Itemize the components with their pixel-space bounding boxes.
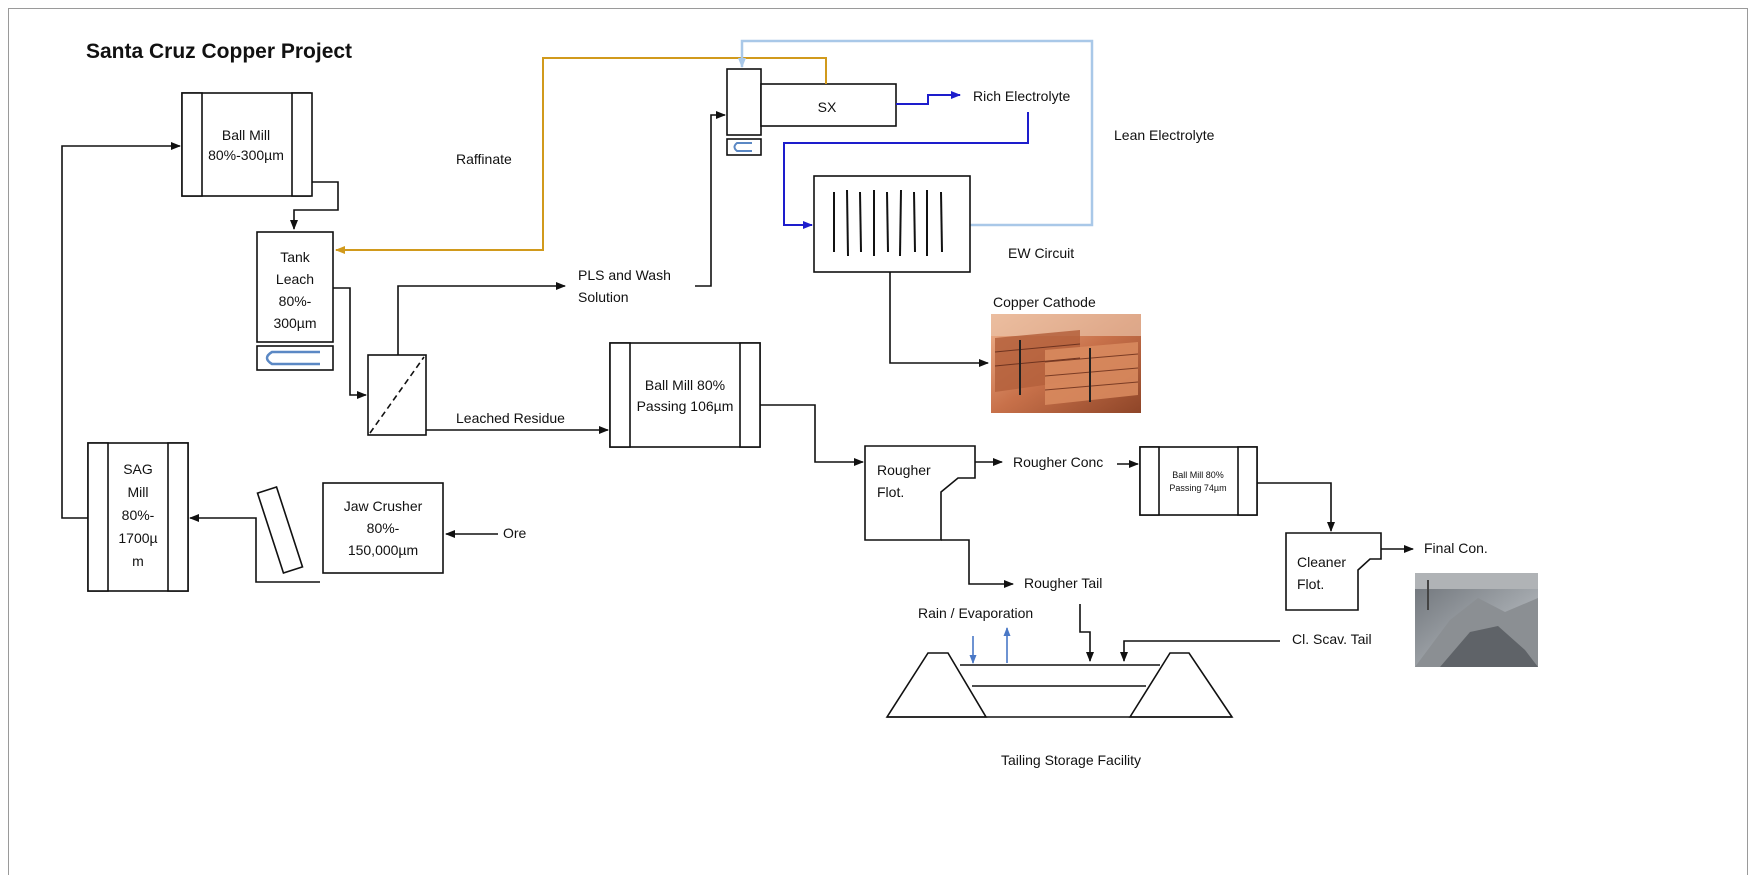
tank-leach-line-4: 300µm: [273, 315, 316, 331]
final-con-label: Final Con.: [1424, 540, 1488, 556]
ball-mill-2-line-2: Passing 106µm: [637, 398, 734, 414]
tailing-storage-label: Tailing Storage Facility: [1001, 752, 1141, 768]
diagram-title: Santa Cruz Copper Project: [86, 40, 352, 63]
rain-evaporation-label: Rain / Evaporation: [918, 605, 1033, 621]
ball-mill-1: Ball Mill 80%-300µm: [182, 93, 312, 196]
ew-circuit-label: EW Circuit: [1008, 245, 1074, 261]
jaw-crusher-line-3: 150,000µm: [348, 542, 418, 558]
crusher-to-sag-arrow: [190, 518, 320, 582]
cleaner-flot-line-2: Flot.: [1297, 576, 1324, 592]
sag-mill: SAG Mill 80%- 1700µ m: [88, 443, 188, 591]
ballmill2-to-rougher-arrow: [760, 405, 863, 462]
ball-mill-3: Ball Mill 80% Passing 74µm: [1140, 447, 1257, 515]
ball-mill-3-line-1: Ball Mill 80%: [1172, 470, 1224, 480]
sag-mill-line-4: 1700µ: [118, 530, 157, 546]
tank-leach: Tank Leach 80%- 300µm: [257, 232, 333, 370]
ballmill3-to-cleaner-arrow: [1257, 483, 1331, 531]
leached-residue-label: Leached Residue: [456, 410, 565, 426]
ball-mill-3-line-2: Passing 74µm: [1169, 483, 1226, 493]
cl-scav-tail-label: Cl. Scav. Tail: [1292, 631, 1372, 647]
sag-mill-line-5: m: [132, 553, 144, 569]
tailing-storage-facility: [887, 653, 1232, 717]
pls-line-2: Solution: [578, 289, 629, 305]
rougher-tail-to-tsf-arrow: [1080, 604, 1090, 661]
sag-mill-line-2: Mill: [128, 484, 149, 500]
sag-mill-line-3: 80%-: [122, 507, 155, 523]
rich-electrolyte-label: Rich Electrolyte: [973, 88, 1070, 104]
tank-leach-line-1: Tank: [280, 249, 311, 265]
rougher-flot-line-2: Flot.: [877, 484, 904, 500]
rich-electrolyte-out-arrow: [896, 95, 960, 104]
raffinate-label: Raffinate: [456, 151, 512, 167]
lean-electrolyte-label: Lean Electrolyte: [1114, 127, 1215, 143]
copper-cathode-label: Copper Cathode: [993, 294, 1096, 310]
pls-line-1: PLS and Wash: [578, 267, 671, 283]
jaw-crusher: Jaw Crusher 80%- 150,000µm: [258, 483, 443, 573]
cl-scav-tail-arrow: [1124, 641, 1280, 661]
rougher-tail-arrow: [941, 540, 1013, 584]
sx-label: SX: [818, 99, 837, 115]
rougher-flot-line-1: Rougher: [877, 462, 931, 478]
filter: [368, 355, 426, 435]
cleaner-flot-line-1: Cleaner: [1297, 554, 1346, 570]
final-concentrate-photo: [1415, 573, 1538, 667]
ball-mill-2: Ball Mill 80% Passing 106µm: [610, 343, 760, 447]
rougher-conc-label: Rougher Conc: [1013, 454, 1103, 470]
copper-cathode-photo: [991, 314, 1141, 413]
ball-mill-1-line-1: Ball Mill: [222, 127, 270, 143]
jaw-crusher-line-2: 80%-: [367, 520, 400, 536]
rougher-tail-label: Rougher Tail: [1024, 575, 1102, 591]
sag-mill-line-1: SAG: [123, 461, 153, 477]
filter-to-pls-arrow: [398, 286, 565, 355]
ore-label: Ore: [503, 525, 527, 541]
leach-to-filter-arrow: [333, 288, 366, 395]
cleaner-flot: [1286, 533, 1381, 610]
ew-circuit: [814, 176, 970, 272]
pls-to-sx-arrow: [695, 115, 725, 286]
jaw-crusher-line-1: Jaw Crusher: [344, 498, 423, 514]
ball-mill-2-line-1: Ball Mill 80%: [645, 377, 725, 393]
ew-to-cathode-arrow: [890, 272, 988, 363]
ball-mill-1-line-2: 80%-300µm: [208, 147, 284, 163]
tank-leach-line-2: Leach: [276, 271, 314, 287]
tank-leach-line-3: 80%-: [279, 293, 312, 309]
